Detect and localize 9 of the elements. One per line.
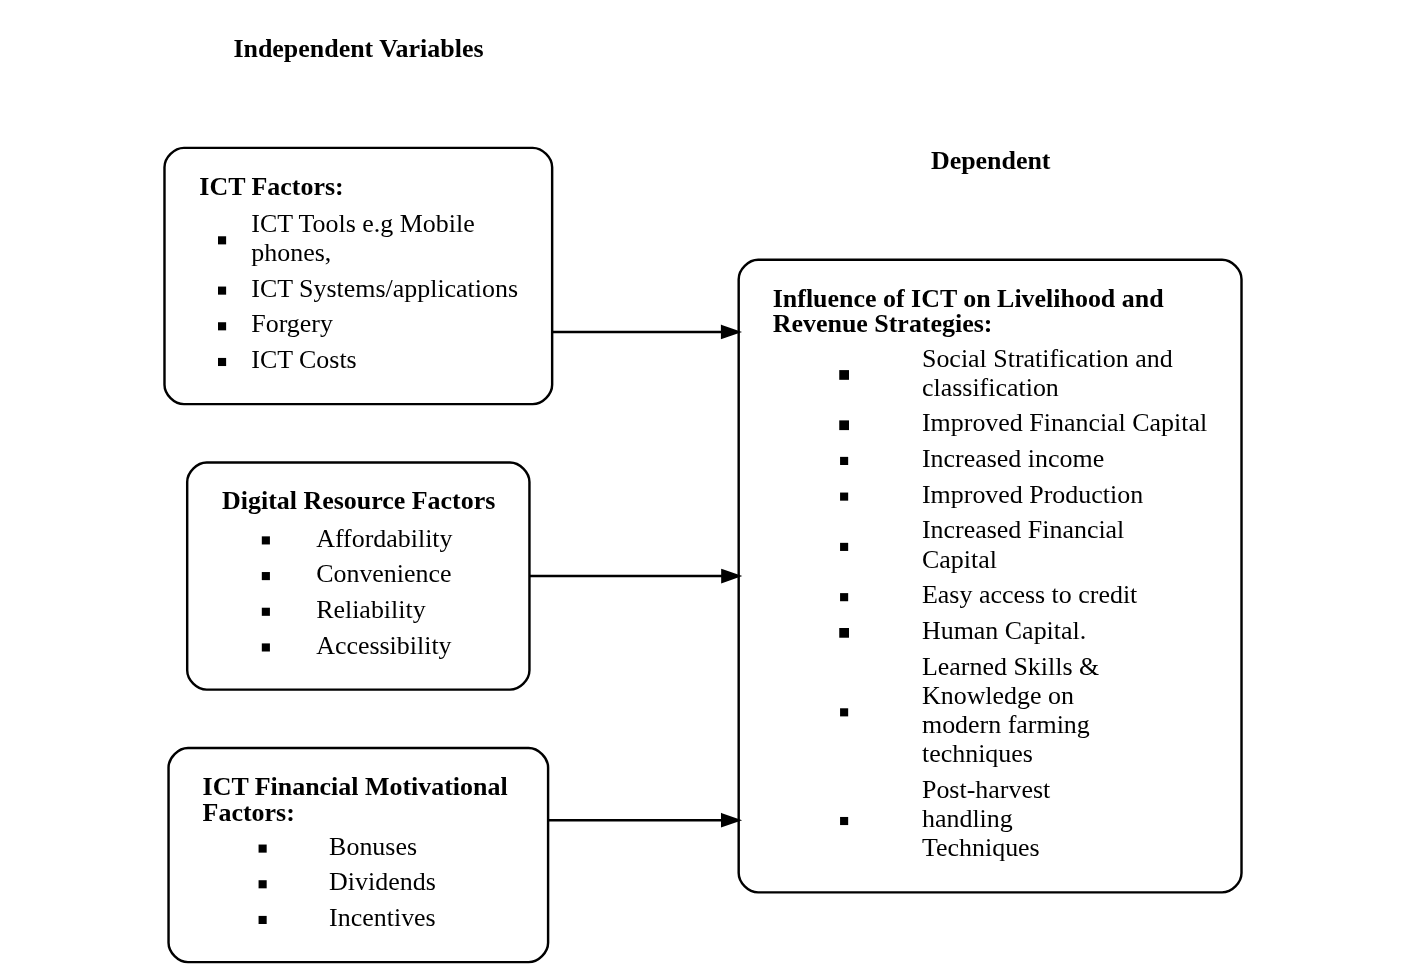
label: Independent Variables: [233, 33, 484, 63]
node-box: Digital Resource Factors Affordability Convenience Reliability Accessibility: [186, 461, 531, 691]
arrow: [548, 812, 743, 828]
node-box: ICT Factors: ICT Tools e.g Mobile phones, ICT Systems/applications Forgery ICT Costs: [163, 146, 554, 406]
node-box: ICT Financial Motivational Factors: Bonuses Dividends Incentives: [167, 746, 550, 964]
node-box: Influence of ICT on Livelihood and Revenue Strategies: Social Stratification and classification Improved Financial Capital Increased income Improved Production Increased Financial Capital Easy access to credit Human Capital. Learned Skills & Knowledge on modern farming techniques Post-harvest handling Techniques: [737, 258, 1243, 894]
arrow: [529, 568, 743, 584]
label: Dependent: [930, 145, 1051, 175]
arrow: [552, 324, 742, 340]
